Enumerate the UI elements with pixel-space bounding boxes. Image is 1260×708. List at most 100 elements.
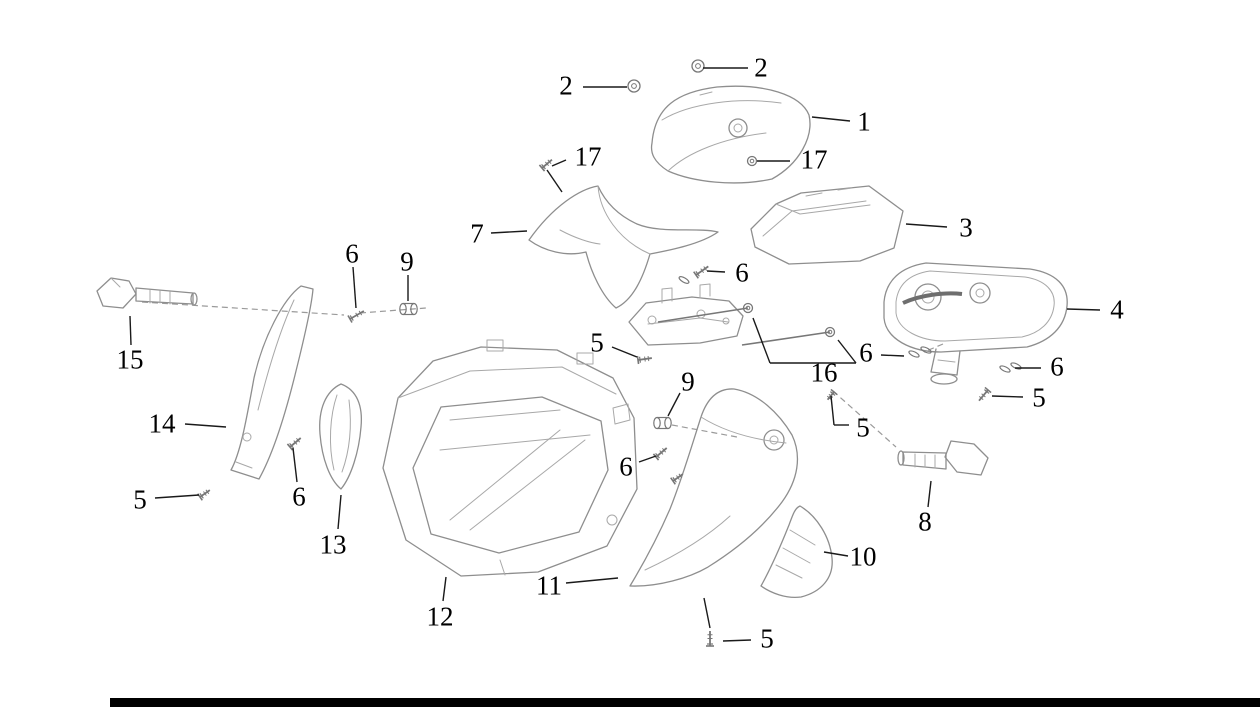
part-number-label: 1 xyxy=(857,106,871,137)
part-7-front-visor xyxy=(528,185,719,309)
part-8-right-turn-signal xyxy=(897,440,989,476)
part-number-label: 6 xyxy=(292,481,306,512)
leader-line xyxy=(184,423,227,428)
part-number-label: 5 xyxy=(590,327,604,358)
leader-line xyxy=(638,455,657,463)
part-number-label: 6 xyxy=(619,451,633,482)
leader-line xyxy=(551,159,567,167)
leader-line xyxy=(352,266,357,309)
leader-line xyxy=(154,494,200,499)
part-number-label: 12 xyxy=(426,601,454,632)
leader-line xyxy=(811,116,851,122)
screw-icon xyxy=(693,265,709,279)
part-number-label: 9 xyxy=(681,366,695,397)
assembly-axis-line xyxy=(141,301,345,316)
leader-line xyxy=(546,169,563,193)
leader-line xyxy=(1066,308,1101,311)
part-number-label: 10 xyxy=(849,541,877,572)
washer-icon xyxy=(920,346,932,354)
screw-icon xyxy=(706,631,714,647)
leader-line xyxy=(442,576,447,602)
leader-line xyxy=(905,223,948,228)
part-number-label: 5 xyxy=(133,484,147,515)
grommet-icon xyxy=(653,416,672,430)
leader-line xyxy=(490,230,528,234)
part-number-label: 5 xyxy=(856,412,870,443)
leader-line xyxy=(611,346,638,358)
part-number-label: 9 xyxy=(400,246,414,277)
screw-head-icon xyxy=(691,59,705,73)
screw-icon xyxy=(826,388,838,401)
screw-icon xyxy=(347,310,365,323)
leader-line xyxy=(292,447,298,483)
part-number-label: 6 xyxy=(735,257,749,288)
leader-line xyxy=(667,392,681,417)
part-number-label: 13 xyxy=(319,529,347,560)
fasteners-layer xyxy=(197,59,1022,647)
parts-artwork xyxy=(96,85,1068,599)
part-12-headlight-assembly xyxy=(382,339,638,577)
washer-icon xyxy=(1010,362,1022,370)
assembly-axis-line xyxy=(832,390,897,448)
leader-line xyxy=(337,494,342,530)
leader-line xyxy=(830,395,835,426)
part-number-label: 2 xyxy=(754,52,768,83)
leader-line xyxy=(823,551,849,557)
leader-line xyxy=(565,577,619,584)
part-number-label: 5 xyxy=(1032,382,1046,413)
screw-head-icon xyxy=(746,155,758,167)
part-number-label: 17 xyxy=(800,144,828,175)
part-15-left-turn-signal xyxy=(96,277,198,309)
assembly-axis-lines xyxy=(141,301,944,448)
part-number-label: 17 xyxy=(574,141,602,172)
grommet-icon xyxy=(399,302,418,316)
part-number-label: 11 xyxy=(536,570,562,601)
part-number-label: 6 xyxy=(1050,351,1064,382)
washer-icon xyxy=(678,276,690,284)
screw-icon xyxy=(652,447,668,461)
leader-lines-layer xyxy=(129,67,1101,642)
part-number-label: 3 xyxy=(959,212,973,243)
part-number-label: 15 xyxy=(116,344,144,375)
part-1-upper-cowl xyxy=(650,85,811,184)
part-number-label: 5 xyxy=(760,623,774,654)
leader-line xyxy=(722,639,752,642)
washer-icon xyxy=(999,365,1011,373)
part-number-label: 7 xyxy=(470,218,484,249)
part-13-small-bracket xyxy=(319,383,363,490)
leader-line xyxy=(880,354,905,357)
leader-line xyxy=(129,315,132,346)
washer-icon xyxy=(908,350,920,358)
screw-icon xyxy=(636,355,652,365)
leader-line xyxy=(706,270,726,273)
bolt-icon xyxy=(741,326,836,346)
part-number-label: 4 xyxy=(1110,294,1124,325)
part-16-mount-bracket xyxy=(628,283,744,346)
footer-bar xyxy=(110,698,1260,707)
assembly-axis-line xyxy=(671,424,738,438)
part-number-label: 6 xyxy=(345,238,359,269)
assembly-axis-line xyxy=(359,307,427,314)
screw-icon xyxy=(197,489,211,501)
leader-line xyxy=(703,597,711,629)
screw-icon xyxy=(670,473,684,485)
leader-line xyxy=(927,480,932,508)
part-number-label: 6 xyxy=(859,337,873,368)
part-10-lower-side-panel xyxy=(760,505,833,599)
part-3-meter-cover-panel xyxy=(750,185,904,265)
leader-line xyxy=(752,317,771,364)
part-number-label: 16 xyxy=(810,357,838,388)
assembly-axis-line xyxy=(923,343,944,353)
part-number-label: 14 xyxy=(148,408,176,439)
part-4-instrument-cluster xyxy=(883,262,1068,385)
screw-icon xyxy=(286,437,302,451)
screw-head-icon xyxy=(627,79,641,93)
part-number-label: 8 xyxy=(918,506,932,537)
bolt-icon xyxy=(657,302,754,323)
leader-line xyxy=(991,395,1024,398)
part-14-left-inner-panel xyxy=(230,285,314,480)
screw-icon xyxy=(538,158,553,172)
leader-line xyxy=(837,339,857,364)
